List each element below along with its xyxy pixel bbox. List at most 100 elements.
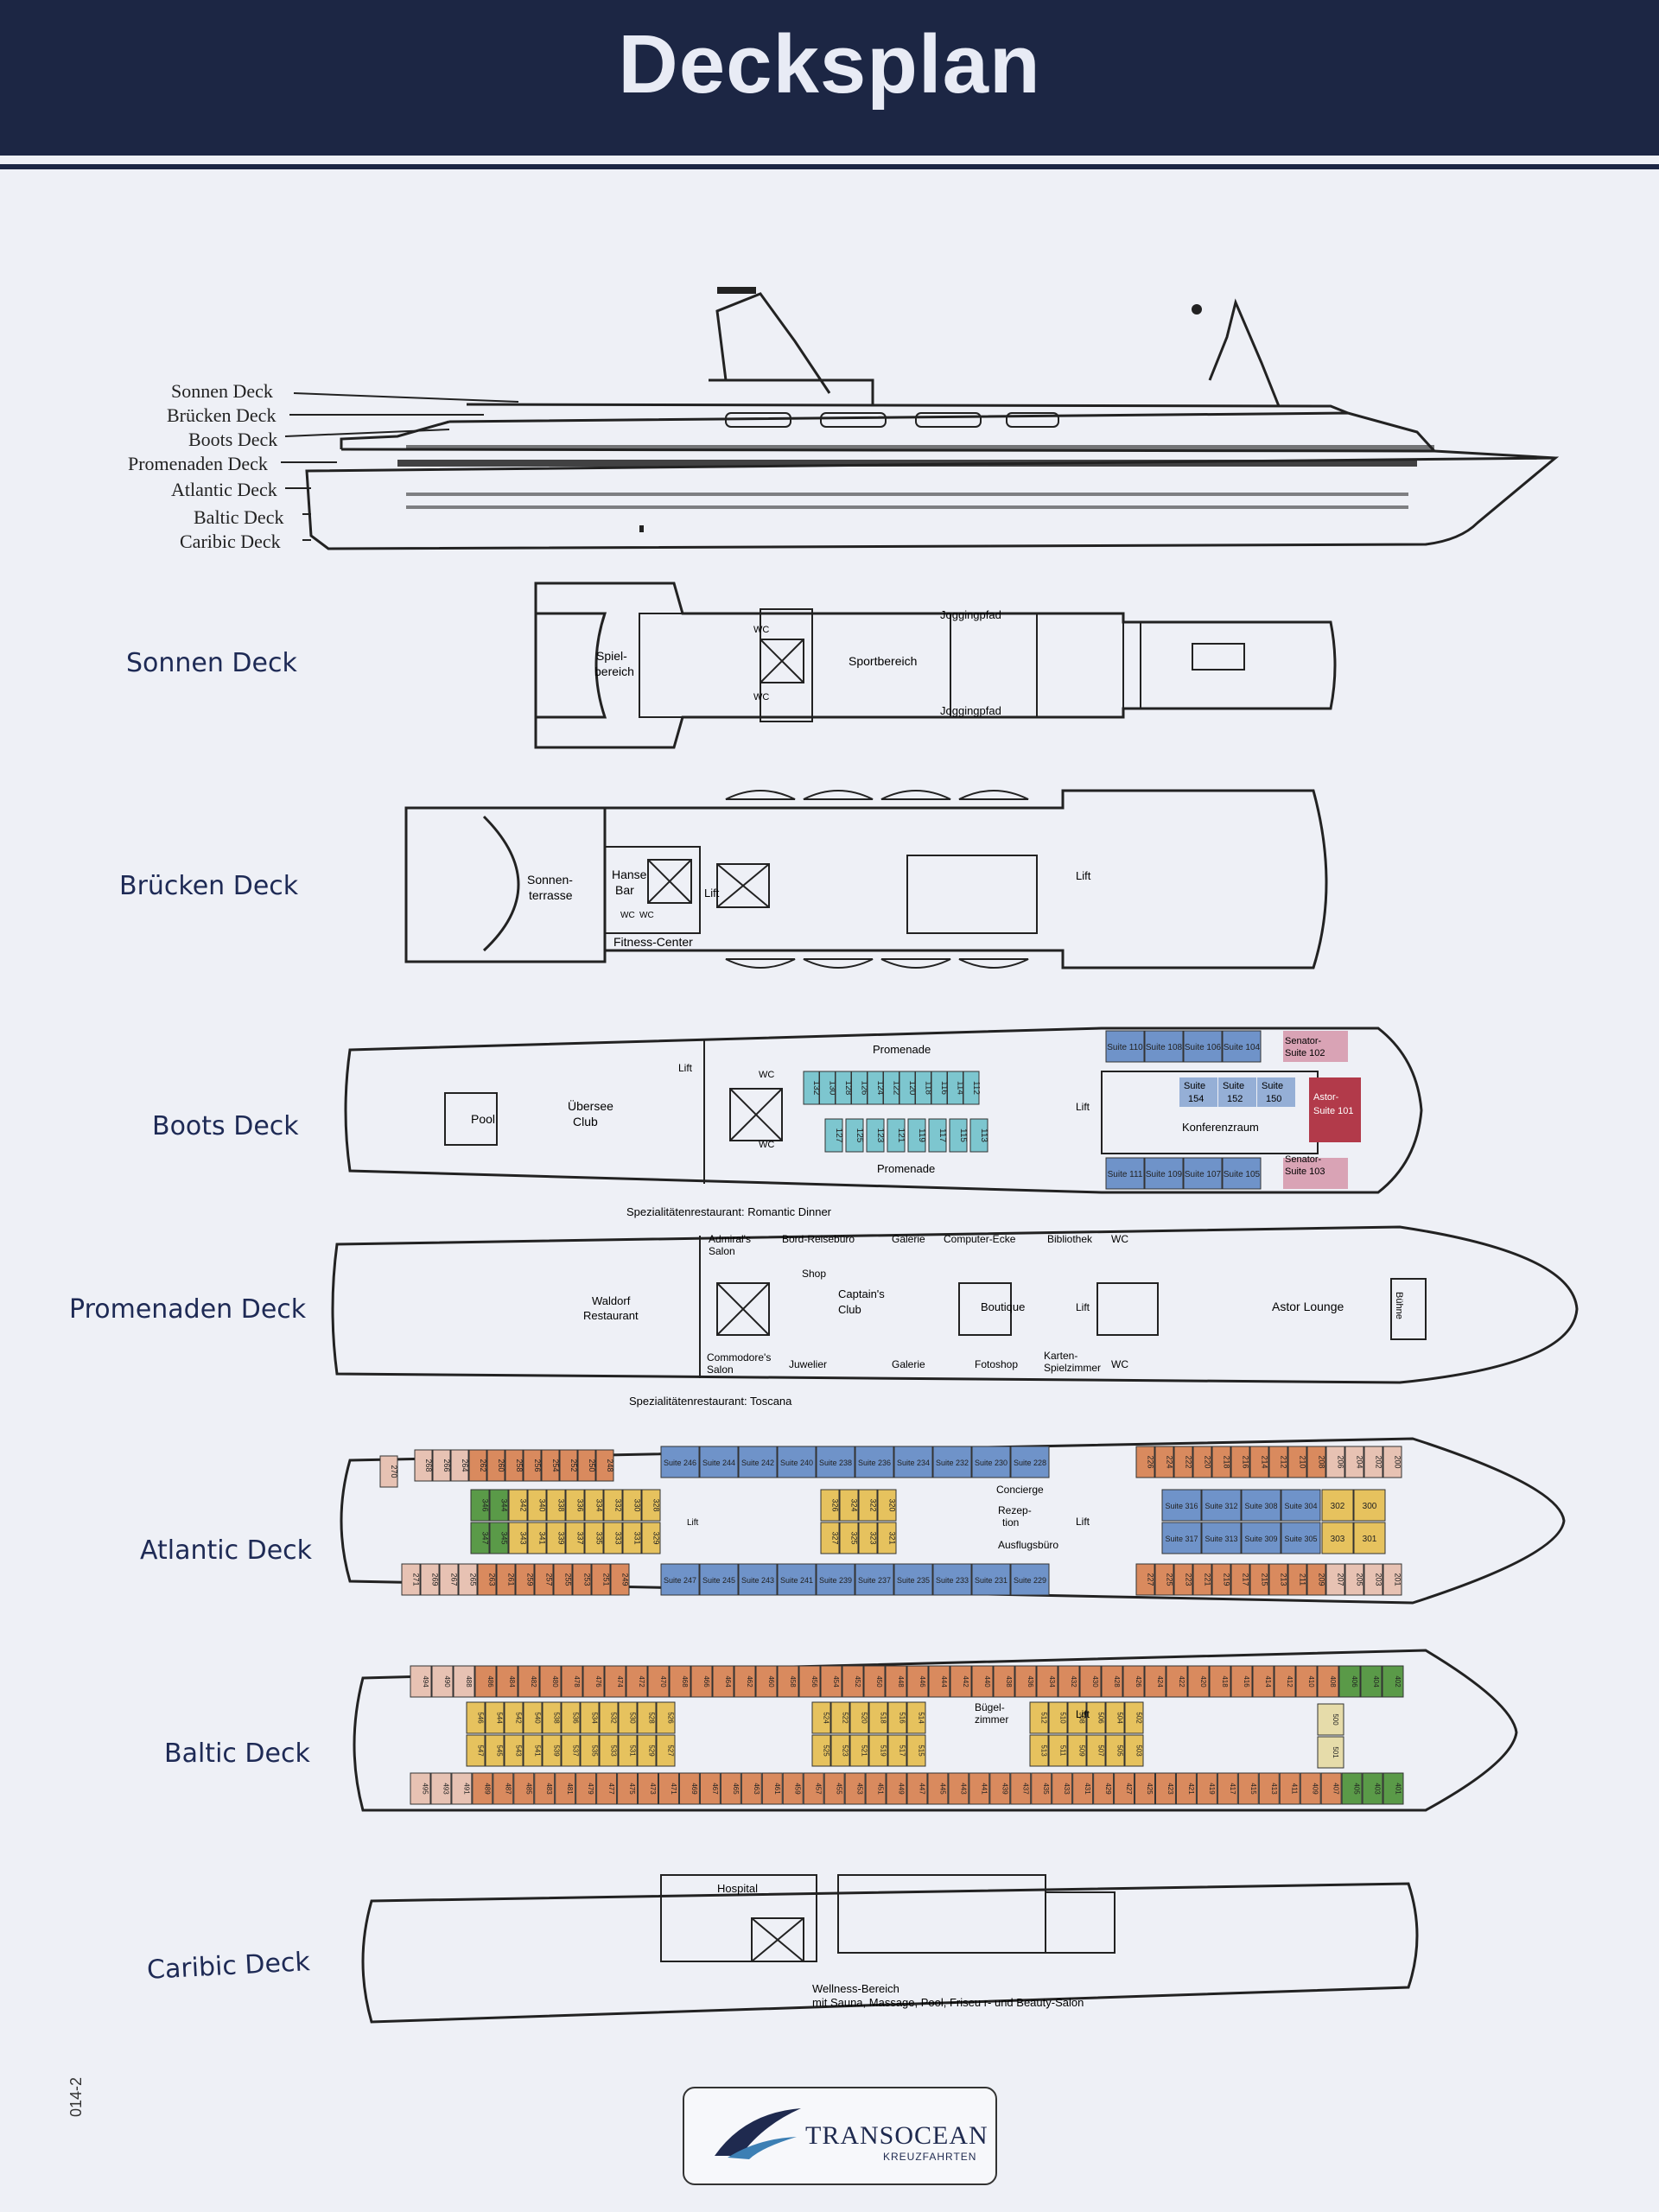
boots-prom1-label: Promenade [873, 1043, 931, 1056]
prom-restaurant-label: Restaurant [583, 1309, 639, 1322]
baltic-cabin-404 [1360, 1665, 1382, 1698]
baltic-cabin-429 [1093, 1772, 1115, 1805]
atl-cabin-341-label: 341 [538, 1531, 547, 1544]
atl-cabin-256 [523, 1449, 542, 1482]
baltic-cabin-538-label: 538 [553, 1712, 561, 1724]
baltic-cabin-402 [1382, 1665, 1404, 1698]
atl-cabin-264-label: 264 [461, 1459, 469, 1471]
baltic-cabin-428 [1101, 1665, 1123, 1698]
prom-computer-label: Computer-Ecke [944, 1233, 1016, 1245]
baltic-cabin-469 [678, 1772, 700, 1805]
prom-galerie1-label: Galerie [892, 1233, 925, 1245]
boots-suite-110-label: Suite 110 [1107, 1043, 1143, 1052]
sonnen-jog2-label: Joggingpfad [940, 704, 1001, 717]
baltic-cabin-477-label: 477 [607, 1783, 615, 1795]
baltic-cabin-410-label: 410 [1307, 1675, 1315, 1688]
baltic-cabin-444-label: 444 [940, 1675, 948, 1688]
atl-suite-317-label: Suite 317 [1165, 1535, 1198, 1543]
baltic-cabin-461 [761, 1772, 783, 1805]
atl-rezeption-label: Rezep- [998, 1504, 1032, 1516]
baltic-cabin-527-label: 527 [667, 1745, 675, 1757]
atl-suite-312-label: Suite 312 [1205, 1502, 1237, 1510]
baltic-cabin-449-label: 449 [898, 1783, 906, 1795]
baltic-cabin-467 [699, 1772, 721, 1805]
atl-cabin-320-label: 320 [888, 1498, 897, 1511]
atl-cabin-303-label: 303 [1331, 1535, 1345, 1544]
baltic-cabin-534-label: 534 [591, 1712, 599, 1724]
baltic-cabin-425 [1135, 1772, 1156, 1805]
baltic-cabin-453-label: 453 [856, 1783, 864, 1795]
baltic-cabin-466 [690, 1665, 713, 1698]
atl-cabin-200 [1382, 1446, 1402, 1478]
atl-cabin-327 [820, 1522, 840, 1554]
baltic-cabin-430-label: 430 [1091, 1675, 1099, 1688]
baltic-cabin-456-label: 456 [810, 1675, 818, 1688]
baltic-cabin-501-label: 501 [1332, 1746, 1339, 1758]
atl-cabin-267-label: 267 [450, 1573, 459, 1586]
atl-suite-228 [1010, 1446, 1050, 1478]
prom-boutique-label: Boutique [981, 1300, 1025, 1313]
atl-suite-230-label: Suite 230 [975, 1459, 1007, 1467]
baltic-cabin-426 [1122, 1665, 1145, 1698]
atl-cabin-336-label: 336 [576, 1498, 585, 1511]
baltic-cabin-414-label: 414 [1264, 1675, 1272, 1688]
atl-cabin-335-label: 335 [595, 1531, 604, 1544]
baltic-cabin-430 [1079, 1665, 1102, 1698]
atl-suite-244-label: Suite 244 [702, 1459, 735, 1467]
atl-cabin-223-label: 223 [1185, 1573, 1193, 1586]
baltic-cabin-517 [887, 1734, 907, 1767]
atl-suite-232 [932, 1446, 972, 1478]
baltic-cabin-530-label: 530 [629, 1712, 637, 1724]
atl-cabin-252 [559, 1449, 578, 1482]
atl-cabin-253-label: 253 [583, 1573, 592, 1586]
sonnen-jog1-label: Joggingpfad [940, 608, 1001, 621]
atl-cabin-333-label: 333 [614, 1531, 623, 1544]
atl-cabin-220-label: 220 [1204, 1455, 1212, 1468]
prom-shop-label: Shop [802, 1268, 826, 1280]
baltic-cabin-451 [865, 1772, 887, 1805]
atl-suite-231-label: Suite 231 [975, 1576, 1007, 1585]
boots-astor-label: Astor- [1313, 1092, 1339, 1103]
baltic-cabin-539 [542, 1734, 562, 1767]
atl-cabin-207 [1325, 1563, 1345, 1596]
bruecken-hanse-label: Hanse [612, 868, 647, 881]
atl-suite-241-label: Suite 241 [780, 1576, 813, 1585]
prom-spez2-label: Spezialitätenrestaurant: Toscana [629, 1395, 792, 1408]
baltic-cabin-489-label: 489 [483, 1783, 491, 1795]
atl-suite-233-label: Suite 233 [936, 1576, 969, 1585]
baltic-cabin-434 [1036, 1665, 1058, 1698]
baltic-cabin-453 [844, 1772, 866, 1805]
baltic-cabin-535-label: 535 [591, 1745, 599, 1757]
prom-admiral-label: Admiral's [709, 1233, 751, 1245]
atl-suite-316-label: Suite 316 [1165, 1502, 1198, 1510]
atl-cabin-332 [603, 1489, 623, 1522]
baltic-cabin-474 [604, 1665, 626, 1698]
baltic-cabin-520-label: 520 [861, 1712, 868, 1724]
baltic-cabin-512 [1029, 1701, 1049, 1734]
atl-cabin-322 [858, 1489, 878, 1522]
baltic-cabin-523-label: 523 [842, 1745, 849, 1757]
atl-cabin-268-label: 268 [424, 1459, 433, 1471]
baltic-cabin-404-label: 404 [1372, 1675, 1380, 1688]
baltic-cabin-503-label: 503 [1135, 1745, 1143, 1757]
baltic-cabin-511-label: 511 [1059, 1745, 1067, 1757]
baltic-cabin-503 [1124, 1734, 1144, 1767]
atl-cabin-268 [414, 1449, 433, 1482]
atl-cabin-204 [1344, 1446, 1364, 1478]
baltic-cabin-460 [755, 1665, 778, 1698]
boots-suite-105 [1222, 1157, 1262, 1190]
baltic-cabin-513 [1029, 1734, 1049, 1767]
baltic-cabin-467-label: 467 [711, 1783, 719, 1795]
baltic-cabin-407 [1320, 1772, 1342, 1805]
boots-cabin-118-label: 118 [924, 1081, 933, 1095]
baltic-cabin-432 [1058, 1665, 1080, 1698]
baltic-cabin-473 [638, 1772, 658, 1805]
boots-konf-label: Konferenzraum [1182, 1121, 1259, 1134]
boots-senator-suite-2 [1283, 1158, 1348, 1189]
baltic-cabin-527 [656, 1734, 676, 1767]
atl-cabin-347 [470, 1522, 490, 1554]
baltic-cabin-475-label: 475 [628, 1783, 636, 1795]
atl-suite-247-label: Suite 247 [664, 1576, 696, 1585]
baltic-cabin-505 [1105, 1734, 1125, 1767]
